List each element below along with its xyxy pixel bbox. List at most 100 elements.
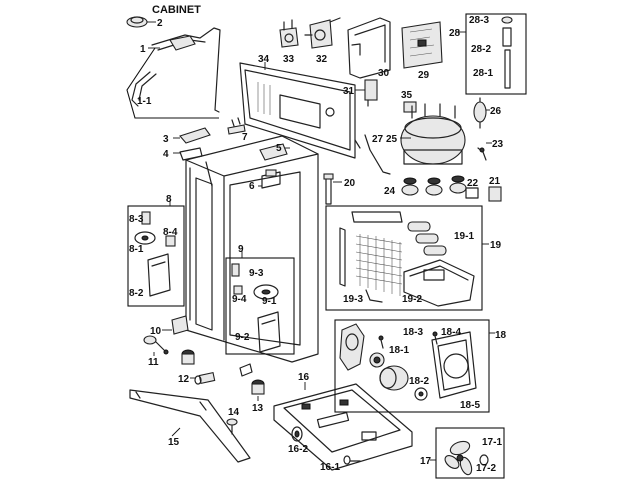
part-11-roller[interactable] (143, 335, 169, 355)
part-32-water-valve[interactable] (304, 17, 341, 49)
label-9-4: 9-4 (232, 294, 247, 305)
part-9-hinge-assembly[interactable] (231, 263, 281, 353)
label-28-2: 28-2 (471, 44, 491, 55)
label-31: 31 (343, 86, 355, 97)
label-19: 19 (490, 240, 502, 251)
part-8-hinge-assembly[interactable] (134, 211, 176, 297)
label-16-2: 16-2 (288, 444, 308, 455)
part-24-rubber-grommets[interactable] (401, 175, 467, 196)
label-34: 34 (258, 54, 270, 65)
label-24: 24 (384, 186, 396, 197)
label-9: 9 (238, 244, 244, 255)
part-16-1-screw[interactable] (343, 455, 361, 465)
part-29-control-board[interactable] (401, 21, 443, 69)
part-19-1-heater-cans[interactable] (407, 221, 447, 256)
group-box-18 (334, 319, 490, 413)
part-22-clip[interactable] (465, 187, 479, 199)
part-12-leveling-screw[interactable] (194, 371, 216, 385)
label-9-1: 9-1 (262, 296, 277, 307)
label-33: 33 (283, 54, 295, 65)
label-20: 20 (344, 178, 356, 189)
label-18-4: 18-4 (441, 327, 461, 338)
label-35: 35 (401, 90, 413, 101)
label-13: 13 (252, 403, 264, 414)
label-18: 18 (495, 330, 507, 341)
part-3-hinge-cover[interactable] (179, 127, 211, 144)
part-5-top-hinge[interactable] (259, 143, 288, 161)
label-32: 32 (316, 54, 328, 65)
label-9-3: 9-3 (249, 268, 264, 279)
label-2: 2 (157, 18, 163, 29)
label-30: 30 (378, 68, 390, 79)
part-34-back-cover[interactable] (239, 62, 356, 159)
label-17-1: 17-1 (482, 437, 502, 448)
part-21-holder[interactable] (488, 186, 502, 202)
label-19-3: 19-3 (343, 294, 363, 305)
label-8-1: 8-1 (129, 244, 144, 255)
part-19-2-drain-pan[interactable] (403, 259, 475, 307)
part-13-leg[interactable] (239, 363, 265, 395)
label-8-2: 8-2 (129, 288, 144, 299)
group-box-9 (225, 257, 295, 355)
part-28-filter-assembly[interactable] (501, 16, 513, 89)
label-18-1: 18-1 (389, 345, 409, 356)
label-9-2: 9-2 (235, 332, 250, 343)
part-27-bracket[interactable] (354, 134, 391, 175)
label-28-1: 28-1 (473, 68, 493, 79)
label-7: 7 (242, 132, 248, 143)
group-box-17 (435, 427, 505, 479)
label-19-2: 19-2 (402, 294, 422, 305)
group-box-8 (127, 205, 185, 307)
label-19-1: 19-1 (454, 231, 474, 242)
label-12: 12 (178, 374, 190, 385)
part-18-fan-assembly[interactable] (339, 323, 477, 401)
label-3: 3 (163, 134, 169, 145)
group-box-19 (325, 205, 483, 311)
label-5: 5 (276, 143, 282, 154)
part-front-roller[interactable] (181, 349, 195, 365)
part-1-drain-hose[interactable] (131, 27, 221, 113)
part-35-relay[interactable] (403, 101, 417, 113)
part-23-sensor[interactable] (477, 147, 487, 161)
part-14-screw[interactable] (226, 418, 238, 435)
label-1-1: 1-1 (137, 96, 152, 107)
part-2-clip[interactable] (126, 16, 148, 28)
part-7-screws[interactable] (227, 117, 246, 135)
label-16-1: 16-1 (320, 462, 340, 473)
label-26: 26 (490, 106, 502, 117)
part-16-machine-base[interactable] (273, 383, 413, 471)
part-25-compressor[interactable] (400, 103, 466, 165)
label-17: 17 (420, 456, 432, 467)
part-6-hinge-cap[interactable] (261, 169, 281, 189)
label-8: 8 (166, 194, 172, 205)
label-27: 27 (372, 134, 384, 145)
label-14: 14 (228, 407, 240, 418)
label-6: 6 (249, 181, 255, 192)
label-11: 11 (148, 357, 159, 368)
part-30-pcb-cover[interactable] (347, 17, 391, 79)
label-4: 4 (163, 149, 169, 160)
part-17-fan-blade[interactable] (443, 439, 489, 476)
label-28: 28 (449, 28, 461, 39)
label-21: 21 (489, 176, 501, 187)
part-20-bolt[interactable] (323, 173, 334, 205)
label-18-2: 18-2 (409, 376, 429, 387)
label-28-3: 28-3 (469, 15, 489, 26)
label-23: 23 (492, 139, 504, 150)
part-16-2-cushion[interactable] (291, 426, 303, 442)
part-26-dryer[interactable] (473, 97, 487, 129)
group-box-28 (465, 13, 527, 95)
label-8-3: 8-3 (129, 214, 144, 225)
cabinet-body[interactable] (185, 135, 319, 363)
label-18-5: 18-5 (460, 400, 480, 411)
label-8-4: 8-4 (163, 227, 178, 238)
part-31-capacitor[interactable] (364, 79, 378, 107)
part-33-valve[interactable] (279, 19, 299, 48)
part-15-front-grille[interactable] (129, 389, 251, 463)
label-16: 16 (298, 372, 310, 383)
label-15: 15 (168, 437, 180, 448)
label-1: 1 (140, 44, 146, 55)
part-19-evaporator[interactable] (339, 211, 403, 303)
part-10-leveler[interactable] (171, 315, 189, 335)
